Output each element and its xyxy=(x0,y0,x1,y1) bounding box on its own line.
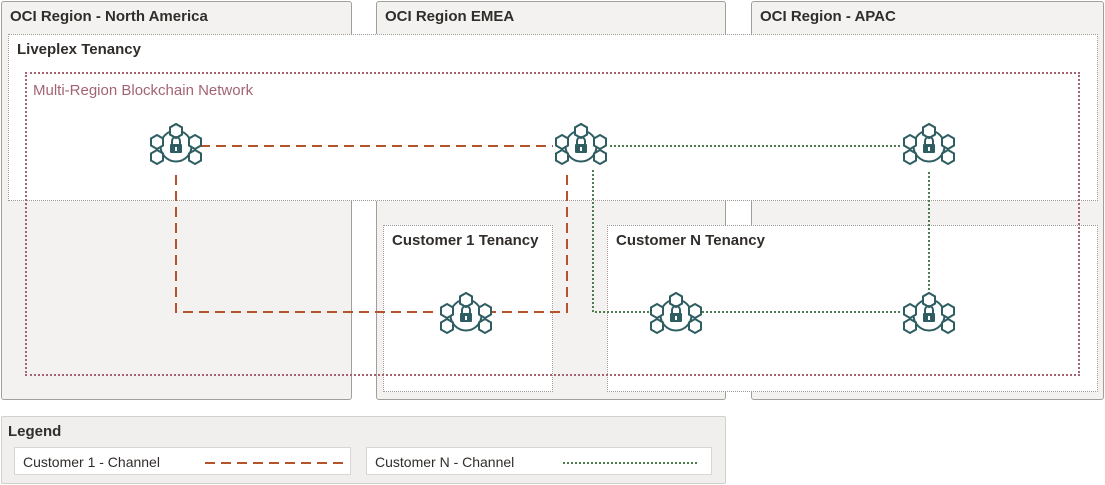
legend-title: Legend xyxy=(8,423,62,440)
blockchain-network-boundary: Multi-Region Blockchain Network xyxy=(25,72,1080,376)
region-emea-title: OCI Region EMEA xyxy=(385,8,515,25)
liveplex-tenancy-title: Liveplex Tenancy xyxy=(17,41,141,58)
blockchain-node-icon xyxy=(555,123,607,165)
legend-label-customerN: Customer N - Channel xyxy=(375,454,515,470)
blockchain-network-title: Multi-Region Blockchain Network xyxy=(33,82,254,99)
legend: Legend Customer 1 - Channel Customer N -… xyxy=(1,416,726,484)
dotted-line-swatch xyxy=(563,462,699,464)
node-liveplex-emea xyxy=(555,123,607,165)
blockchain-node-icon xyxy=(650,292,702,334)
region-north-america-title: OCI Region - North America xyxy=(10,8,208,25)
legend-label-customer1: Customer 1 - Channel xyxy=(23,454,160,470)
blockchain-node-icon xyxy=(903,123,955,165)
liveplex-tenancy: Liveplex Tenancy xyxy=(8,34,1098,201)
customer1-channel-lines xyxy=(175,145,568,313)
legend-item-customer1: Customer 1 - Channel xyxy=(14,447,351,475)
region-apac-title: OCI Region - APAC xyxy=(760,8,896,25)
dashed-line-swatch xyxy=(205,462,345,464)
blockchain-node-icon xyxy=(440,292,492,334)
node-customerN-emea xyxy=(650,292,702,334)
blockchain-node-icon xyxy=(903,292,955,334)
node-customerN-apac xyxy=(903,292,955,334)
legend-item-customerN: Customer N - Channel xyxy=(366,447,712,475)
customer1-tenancy-title: Customer 1 Tenancy xyxy=(392,232,539,249)
customerN-channel-lines xyxy=(592,145,930,313)
blockchain-node-icon xyxy=(150,123,202,165)
customerN-tenancy-title: Customer N Tenancy xyxy=(616,232,765,249)
node-customer1 xyxy=(440,292,492,334)
node-liveplex-na xyxy=(150,123,202,165)
node-liveplex-apac xyxy=(903,123,955,165)
